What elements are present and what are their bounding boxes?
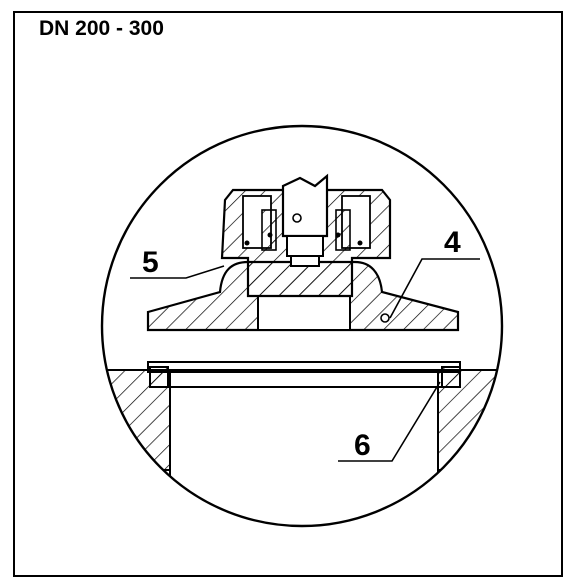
leader-6 xyxy=(338,381,441,462)
callout-6: 6 xyxy=(354,429,371,462)
leader-4 xyxy=(389,258,480,319)
stem xyxy=(281,173,329,238)
seal-left xyxy=(149,366,169,388)
detail-circle xyxy=(100,124,504,528)
callout-4: 4 xyxy=(444,226,461,259)
section-view xyxy=(102,173,502,526)
drawing-title: DN 200 - 300 xyxy=(39,17,164,40)
leader-5 xyxy=(130,265,225,279)
seal-right xyxy=(441,366,461,388)
disc-bore xyxy=(257,295,351,331)
callout-5: 5 xyxy=(142,246,159,279)
